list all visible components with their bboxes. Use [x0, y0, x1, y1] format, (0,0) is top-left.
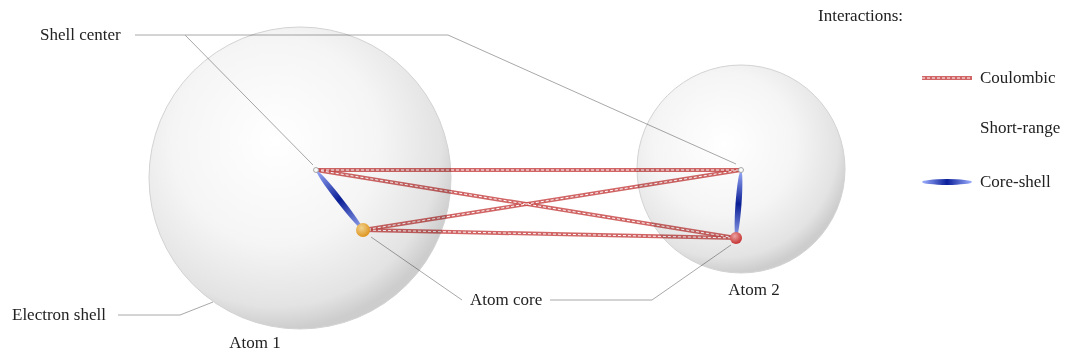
- legend-label: Core-shell: [980, 172, 1051, 192]
- atom-sphere: Atom 1: [148, 26, 452, 330]
- shell-sphere: [149, 27, 451, 329]
- leader-label: Shell center: [40, 25, 121, 45]
- legend-label: Coulombic: [980, 68, 1056, 88]
- atom-label: Atom 2: [728, 280, 779, 300]
- coulombic-sample: [922, 76, 972, 80]
- core-shell-sample: [922, 179, 972, 185]
- electron-shell: [636, 64, 846, 274]
- electron-shell: [148, 26, 452, 330]
- leader-line: [118, 302, 213, 315]
- leader-label: Electron shell: [12, 305, 106, 325]
- atom-sphere: Atom 2: [636, 64, 846, 274]
- legend-label: Short-range: [980, 118, 1060, 138]
- short-range-sample: [922, 126, 972, 131]
- atom-label: Atom 1: [229, 333, 280, 353]
- shell-sphere: [637, 65, 845, 273]
- legend-heading: Interactions:: [818, 6, 903, 26]
- leader-label: Atom core: [470, 290, 542, 310]
- legend-samples: [922, 78, 972, 185]
